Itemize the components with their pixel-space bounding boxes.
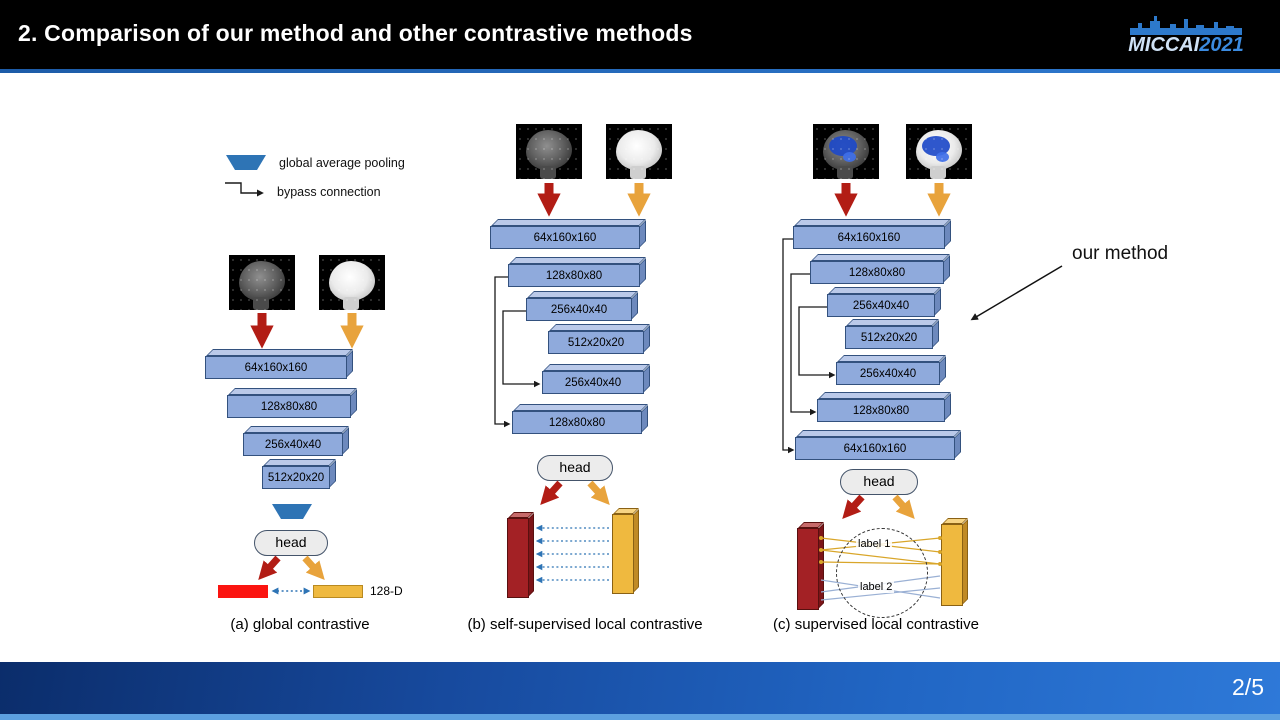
input-image-c-view2-labeled [906, 124, 972, 179]
feature-map-label: 256x40x40 [827, 294, 935, 317]
input-image-a-view1 [229, 255, 295, 310]
feature-map-label: 128x80x80 [512, 411, 642, 434]
head-render [916, 130, 962, 170]
feature-map-label: 64x160x160 [793, 226, 945, 249]
input-image-b-view1 [516, 124, 582, 179]
neck-render [837, 166, 853, 179]
feature-map-label: 64x160x160 [490, 226, 640, 249]
input-image-c-view1-labeled [813, 124, 879, 179]
neck-render [253, 297, 269, 310]
embedding-vector-red [218, 585, 268, 598]
global-average-pooling-icon [226, 155, 266, 170]
segmentation-label-overlay [922, 136, 950, 156]
input-image-a-view2 [319, 255, 385, 310]
our-method-arrow [970, 265, 1063, 321]
feature-map-label: 128x80x80 [508, 264, 640, 287]
miccai-logo-text: MICCAI2021 [1128, 35, 1244, 55]
header-divider [0, 69, 1280, 73]
projection-head-c: head [840, 469, 918, 495]
page-number: 2/5 [1232, 674, 1264, 700]
slide-title: 2. Comparison of our method and other co… [18, 20, 693, 46]
bypass-connection-line [790, 273, 817, 416]
embedding-dim-label: 128-D [370, 584, 403, 598]
feature-map-label: 512x20x20 [845, 326, 933, 349]
dense-embedding-red [797, 528, 819, 610]
bypass-connection-line [494, 276, 511, 428]
legend-bypass-label: bypass connection [277, 185, 381, 199]
dense-embedding-gold [941, 524, 963, 606]
feature-map-label: 512x20x20 [262, 466, 330, 489]
segmentation-label-overlay [936, 152, 949, 162]
bypass-connection-icon [225, 182, 264, 197]
miccai-skyline-icon [1130, 16, 1242, 35]
neck-render [343, 297, 359, 310]
feature-map-label: 256x40x40 [526, 298, 632, 321]
label1-text: label 1 [856, 538, 893, 550]
projection-head-b: head [537, 455, 613, 481]
projection-head-a: head [254, 530, 328, 556]
label2-text: label 2 [858, 581, 895, 593]
feature-map-label: 128x80x80 [227, 395, 351, 418]
feature-map-label: 64x160x160 [205, 356, 347, 379]
logo-year-text: 2021 [1199, 34, 1244, 56]
global-average-pooling-icon [272, 504, 312, 519]
feature-map-label: 256x40x40 [836, 362, 940, 385]
neck-render [540, 166, 556, 179]
neck-render [930, 166, 946, 179]
head-render [526, 130, 572, 170]
footer-bar: 2/5 [0, 662, 1280, 720]
slide-header: 2. Comparison of our method and other co… [0, 0, 1280, 69]
embedding-vector-gold [313, 585, 363, 598]
input-image-b-view2 [606, 124, 672, 179]
miccai-logo: MICCAI2021 [1106, 4, 1266, 64]
feature-map-label: 512x20x20 [548, 331, 644, 354]
dense-embedding-gold [612, 514, 634, 594]
head-render [329, 261, 375, 301]
feature-map-label: 128x80x80 [810, 261, 944, 284]
bypass-connection-line [782, 238, 795, 454]
pixel-correspondence-lines [535, 524, 609, 584]
bypass-connection-line [502, 310, 541, 388]
feature-map-label: 64x160x160 [795, 437, 955, 460]
our-method-annotation: our method [1072, 243, 1169, 264]
head-render [239, 261, 285, 301]
head-render [823, 130, 869, 170]
head-render [616, 130, 662, 170]
bypass-connection-line [798, 306, 836, 379]
feature-map-label: 256x40x40 [243, 433, 343, 456]
feature-map-label: 256x40x40 [542, 371, 644, 394]
footer-accent-strip [0, 714, 1280, 720]
caption-panel-b: (b) self-supervised local contrastive [467, 616, 703, 633]
segmentation-label-overlay [843, 152, 856, 162]
label-group-circle [836, 528, 928, 618]
legend-gap-label: global average pooling [279, 156, 405, 170]
logo-miccai-text: MICCAI [1128, 34, 1200, 56]
neck-render [630, 166, 646, 179]
caption-panel-c: (c) supervised local contrastive [773, 616, 979, 633]
caption-panel-a: (a) global contrastive [230, 616, 370, 633]
segmentation-label-overlay [829, 136, 857, 156]
dense-embedding-red [507, 518, 529, 598]
feature-map-label: 128x80x80 [817, 399, 945, 422]
